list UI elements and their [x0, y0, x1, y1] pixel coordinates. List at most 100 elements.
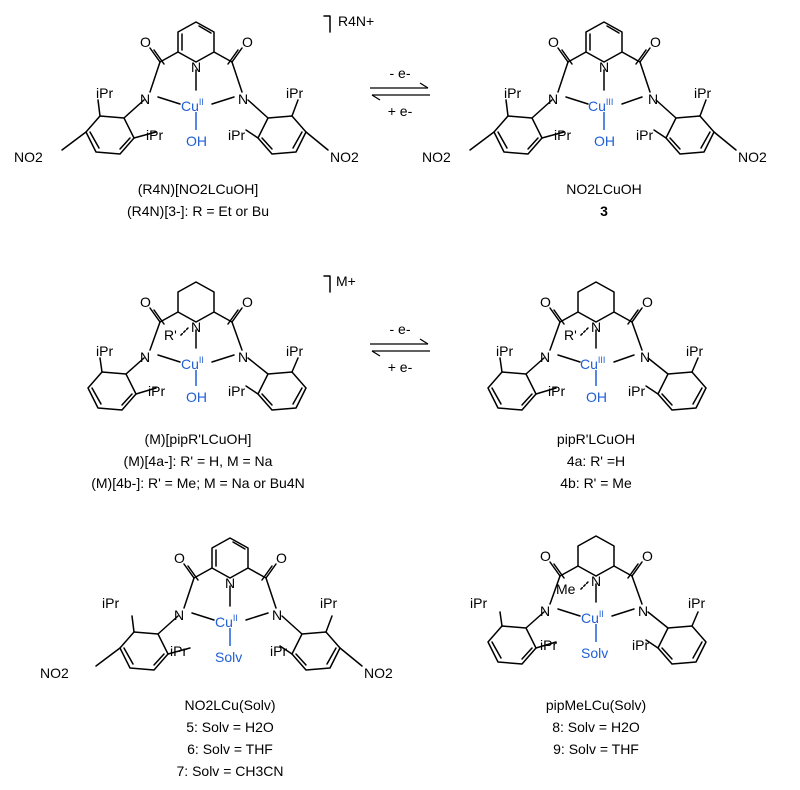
redox-arrow: - e- + e- [370, 321, 430, 375]
n-amide: N [540, 603, 550, 619]
cu-center: CuIII [580, 355, 605, 372]
cu-center: CuII [581, 609, 604, 626]
n-amide: N [640, 349, 650, 365]
arrow-label-reduction: + e- [388, 103, 413, 119]
ipr-group: iPr [96, 85, 113, 101]
n-pyridine: N [599, 59, 609, 75]
cu-center: CuII [181, 97, 204, 114]
nitro-group: NO2 [422, 149, 451, 165]
ipr-group: iPr [504, 85, 521, 101]
n-amide: N [238, 91, 248, 107]
complex-cu3-pyridine-oh: N O O N N CuIII OH iPr iPr iPr iPr NO2 N… [422, 21, 767, 219]
o-carbonyl: O [140, 294, 151, 310]
caption: (M)[4a-]: R' = H, M = Na [124, 453, 273, 469]
complex-cu2-piperidine-solv: N O O Me N N CuII Solv iPr iPr iPr iPr p… [470, 535, 707, 757]
complex-cu2-piperidine-oh: N O O R' N N CuII OH iPr iPr iPr iPr M+ … [87, 273, 356, 491]
ipr-group: iPr [554, 127, 571, 143]
redox-arrow: - e- + e- [370, 65, 430, 119]
ipr-group: iPr [694, 85, 711, 101]
ipr-group: iPr [228, 127, 245, 143]
ipr-group: iPr [146, 127, 163, 143]
oh-ligand: OH [586, 389, 607, 405]
caption: 9: Solv = THF [553, 741, 639, 757]
ipr-group: iPr [548, 383, 565, 399]
o-carbonyl: O [642, 294, 653, 310]
arrow-label-oxidation: - e- [390, 321, 411, 337]
caption: pipR'LCuOH [557, 431, 635, 447]
caption: 6: Solv = THF [187, 741, 273, 757]
caption: 7: Solv = CH3CN [177, 763, 284, 779]
r-prime: R' [564, 327, 577, 343]
nitro-group: NO2 [364, 665, 393, 681]
caption: (R4N)[3-]: R = Et or Bu [127, 203, 269, 219]
o-carbonyl: O [548, 34, 559, 50]
o-carbonyl: O [242, 294, 253, 310]
nitro-group: NO2 [738, 149, 767, 165]
o-carbonyl: O [540, 294, 551, 310]
o-carbonyl: O [242, 34, 253, 50]
ipr-group: iPr [686, 343, 703, 359]
r-prime: R' [164, 327, 177, 343]
n-amide: N [238, 349, 248, 365]
oh-ligand: OH [594, 133, 615, 149]
methyl-group: Me [556, 581, 576, 597]
nitro-group: NO2 [14, 149, 43, 165]
nitro-group: NO2 [330, 149, 359, 165]
o-carbonyl: O [276, 550, 287, 566]
ipr-group: iPr [228, 383, 245, 399]
ipr-group: iPr [632, 637, 649, 653]
ipr-group: iPr [470, 595, 487, 611]
cu-center: CuII [181, 355, 204, 372]
ipr-group: iPr [496, 343, 513, 359]
ipr-group: iPr [286, 85, 303, 101]
cu-center: CuIII [588, 97, 613, 114]
n-amide: N [140, 91, 150, 107]
caption: (R4N)[NO2LCuOH] [138, 181, 259, 197]
n-amide: N [638, 603, 648, 619]
n-amide: N [174, 607, 184, 623]
o-carbonyl: O [642, 548, 653, 564]
complex-cu2-pyridine-oh: N O O N N CuII OH iPr iPr iPr iPr NO2 NO… [14, 13, 374, 219]
complex-cu2-pyridine-solv: N O O N N CuII Solv iPr iPr iPr iPr NO2 … [40, 537, 393, 779]
n-amide: N [540, 349, 550, 365]
ipr-group: iPr [688, 595, 705, 611]
caption: pipMeLCu(Solv) [546, 697, 646, 713]
n-amide: N [272, 607, 282, 623]
ipr-group: iPr [96, 343, 113, 359]
n-piperidine: N [591, 573, 601, 589]
compound-number: 3 [600, 203, 608, 219]
caption: NO2LCuOH [566, 181, 641, 197]
n-amide: N [140, 349, 150, 365]
n-amide: N [548, 91, 558, 107]
caption: NO2LCu(Solv) [184, 697, 275, 713]
n-pyridine: N [225, 575, 235, 591]
n-piperidine: N [191, 319, 201, 335]
o-carbonyl: O [140, 34, 151, 50]
n-pyridine: N [191, 59, 201, 75]
n-amide: N [648, 91, 658, 107]
oh-ligand: OH [186, 389, 207, 405]
nitro-group: NO2 [40, 665, 69, 681]
ipr-group: iPr [628, 383, 645, 399]
caption: 8: Solv = H2O [552, 719, 640, 735]
arrow-label-oxidation: - e- [390, 65, 411, 81]
complex-cu3-piperidine-oh: N O O R' N N CuIII OH iPr iPr iPr iPr pi… [487, 281, 707, 491]
cu-center: CuII [215, 613, 238, 630]
counterion: M+ [336, 273, 356, 289]
caption: 5: Solv = H2O [186, 719, 274, 735]
arrow-label-reduction: + e- [388, 359, 413, 375]
ipr-group: iPr [540, 637, 557, 653]
ipr-group: iPr [102, 595, 119, 611]
caption: 4b: R' = Me [560, 475, 632, 491]
solv-ligand: Solv [581, 645, 608, 661]
solv-ligand: Solv [215, 649, 242, 665]
caption: (M)[pipR'LCuOH] [145, 431, 252, 447]
ipr-group: iPr [636, 127, 653, 143]
caption: 4a: R' =H [567, 453, 625, 469]
o-carbonyl: O [174, 550, 185, 566]
o-carbonyl: O [650, 34, 661, 50]
oh-ligand: OH [186, 133, 207, 149]
caption: (M)[4b-]: R' = Me; M = Na or Bu4N [91, 475, 305, 491]
ipr-group: iPr [320, 595, 337, 611]
